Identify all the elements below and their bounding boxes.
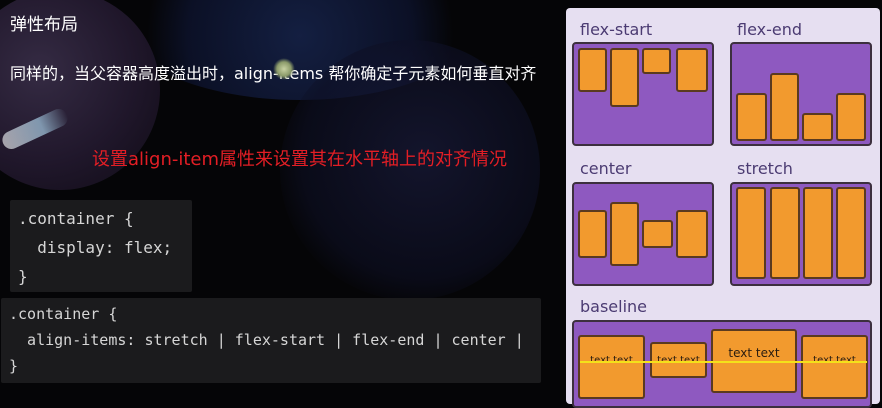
item xyxy=(610,202,639,266)
item xyxy=(836,187,866,279)
item: text text xyxy=(578,335,645,399)
label-baseline: baseline xyxy=(580,297,648,316)
code-block-display-flex: .container { display: flex; } xyxy=(10,200,192,292)
item xyxy=(736,187,766,279)
item: text text xyxy=(801,335,868,399)
label-stretch: stretch xyxy=(737,159,793,178)
item-text: text text xyxy=(803,355,866,366)
item: text text xyxy=(650,342,707,378)
item xyxy=(770,73,799,141)
item-text: text text xyxy=(652,355,705,366)
label-center: center xyxy=(580,159,632,178)
item xyxy=(610,48,639,107)
item xyxy=(676,48,708,92)
item xyxy=(736,93,767,141)
item xyxy=(770,187,800,279)
code-line: .container { xyxy=(9,305,118,323)
item xyxy=(642,220,673,248)
cursor-sparkle-icon xyxy=(273,58,295,80)
label-flex-start: flex-start xyxy=(580,20,653,39)
annotation-note: 设置align-item属性来设置其在水平轴上的对齐情况 xyxy=(92,149,508,170)
item-text: text text xyxy=(728,346,780,360)
item xyxy=(676,210,708,258)
item xyxy=(802,113,833,141)
code-line: display: flex; xyxy=(18,238,173,257)
code-line: align-items: stretch | flex-start | flex… xyxy=(9,331,524,349)
code-line: .container { xyxy=(18,209,134,228)
background-planet-dark xyxy=(280,40,540,300)
item xyxy=(578,210,607,258)
item-text: text text xyxy=(580,355,643,366)
item xyxy=(578,48,607,92)
page-title: 弹性布局 xyxy=(10,15,78,35)
code-line: } xyxy=(18,267,28,286)
baseline-guide-line xyxy=(580,361,867,363)
item xyxy=(836,93,866,141)
item xyxy=(642,48,671,74)
code-block-align-items: .container { align-items: stretch | flex… xyxy=(1,298,541,383)
label-flex-end: flex-end xyxy=(737,20,803,39)
code-line: } xyxy=(9,357,19,375)
item xyxy=(803,187,833,279)
